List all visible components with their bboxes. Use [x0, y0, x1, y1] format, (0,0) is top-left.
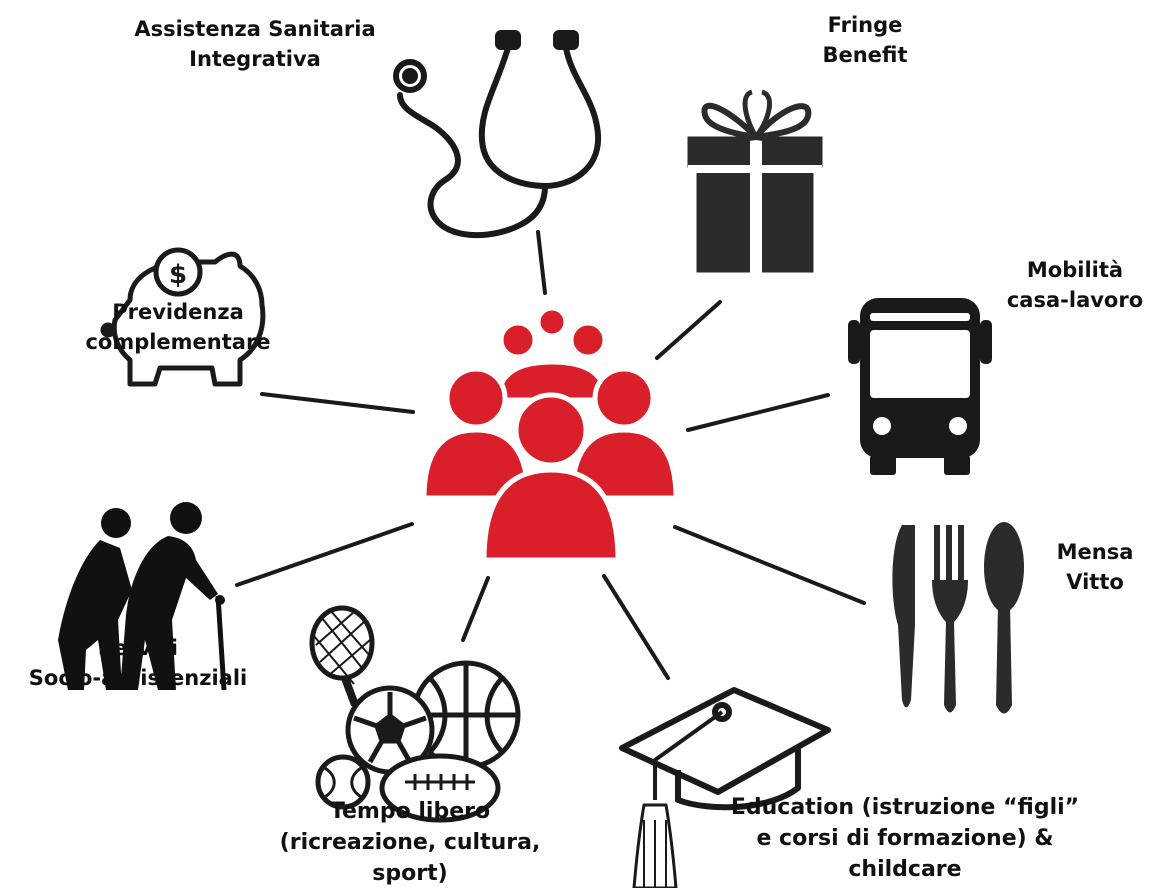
label-previdenza-complementare: Previdenza complementare — [58, 297, 298, 357]
label-fringe-benefit: Fringe Benefit — [800, 10, 930, 70]
cutlery-icon — [892, 522, 1024, 714]
label-line: Fringe — [827, 13, 903, 37]
label-mensa-vitto: Mensa Vitto — [1040, 537, 1150, 597]
label-line: sport) — [372, 861, 448, 886]
label-assistenza-sanitaria: Assistenza Sanitaria Integrativa — [100, 14, 410, 74]
label-line: complementare — [85, 330, 271, 354]
connector-mobilita — [686, 393, 830, 432]
connector-tempo — [461, 576, 490, 642]
label-line: Mensa — [1056, 540, 1134, 564]
label-line: Mobilità — [1026, 258, 1124, 282]
label-line: Previdenza — [112, 300, 244, 324]
piggy-bank-icon: $ — [100, 247, 266, 387]
label-line: childcare — [848, 857, 962, 882]
connector-education — [602, 574, 670, 680]
sports-balls-icon — [309, 605, 521, 823]
label-line: Tempo libero — [329, 799, 491, 824]
label-line: Benefit — [822, 43, 908, 67]
connector-lines — [235, 230, 866, 680]
label-education: Education (istruzione “figli” e corsi di… — [695, 792, 1115, 885]
label-line: Vitto — [1066, 570, 1124, 594]
svg-text:$: $ — [169, 260, 187, 290]
connector-servizi — [235, 522, 414, 587]
stethoscope-icon — [393, 30, 602, 239]
label-mobilita: Mobilità casa-lavoro — [990, 255, 1160, 315]
connector-assistenza — [536, 230, 547, 295]
connector-fringe — [655, 300, 722, 360]
elderly-couple-icon — [58, 502, 227, 691]
connector-mensa — [673, 525, 866, 605]
label-line: Assistenza Sanitaria — [134, 17, 376, 41]
label-tempo-libero: Tempo libero (ricreazione, cultura, spor… — [250, 796, 570, 888]
gift-box-icon — [687, 89, 823, 273]
label-line: Integrativa — [189, 47, 321, 71]
label-servizi-socio-assistenziali: Servizi Socio-assistenziali — [4, 633, 272, 693]
label-line: Servizi — [97, 636, 179, 660]
graduation-cap-icon — [619, 687, 831, 888]
label-line: Education (istruzione “figli” — [730, 795, 1080, 820]
label-line: Socio-assistenziali — [28, 666, 248, 690]
people-group-icon — [421, 305, 679, 563]
label-line: casa-lavoro — [1006, 288, 1144, 312]
bus-icon — [848, 298, 992, 475]
connector-previdenza — [260, 392, 415, 414]
label-line: (ricreazione, cultura, — [279, 830, 541, 855]
label-line: e corsi di formazione) & — [756, 826, 1054, 851]
